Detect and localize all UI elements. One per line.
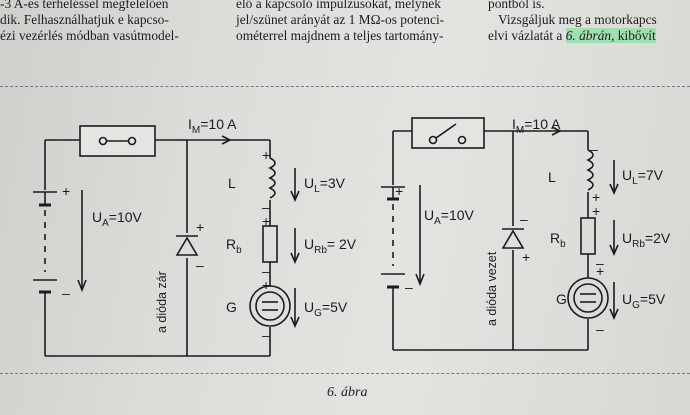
text-line: -3 A-es terheléssel megfelelően [0,0,169,11]
text-span: , kibővít [611,28,656,43]
left-ua-label: UA=10V [92,209,143,229]
left-inductor-label: L [228,175,236,191]
right-inductor-label: L [548,169,556,185]
dashed-rule-bottom [0,373,690,375]
right-motor-minus: – [596,321,604,337]
right-motor-inner [573,283,603,313]
text-line: ézi vezérlés módban vasútmodel- [0,28,179,43]
left-resistor-label: Rb [226,236,242,256]
right-inductor-plus: + [592,189,600,205]
left-motor-label: G [226,299,237,315]
left-battery [33,191,57,305]
left-motor-inner [255,291,285,321]
right-switch-contact [457,135,467,145]
right-current-label: IM=10 A [512,116,561,136]
left-diode-label: a dióda zár [155,271,169,333]
right-resistor [580,217,596,255]
left-circuit-wires [44,139,271,357]
left-urb-label: URb= 2V [304,236,357,256]
text-line: Vizsgáljuk meg a motorkapcs [488,12,657,28]
right-motor-plus: + [596,263,604,279]
right-diode [501,228,525,249]
left-ug-label: UG=5V [304,299,348,319]
right-resistor-label: Rb [550,230,566,250]
text-column-2: elő a kapcsoló impulzusokat, melynek jel… [236,0,444,44]
highlighted-figure-reference: 6. ábrán [565,28,612,43]
right-circuit-wires [392,130,589,351]
left-resistor-plus: + [262,213,270,229]
left-ua-arrowhead [77,279,87,293]
right-ul-label: UL=7V [622,167,664,187]
right-inductor-minus: – [590,141,598,157]
right-resistor-plus: + [592,203,600,219]
left-resistor-minus: – [262,263,270,279]
left-diode-minus: – [196,257,204,273]
text-column-3: pontból is. Vizsgáljuk meg a motorkapcs … [488,0,657,44]
text-line: pontból is. [488,0,545,11]
text-line: jel/szünet arányát az 1 MΩ-os potenci- [236,12,445,27]
text-line: dik. Felhasználhatjuk e kapcso- [0,12,169,27]
right-battery-minus: – [405,279,413,295]
left-motor-plus: + [262,277,270,293]
figure-caption: 6. ábra [327,385,368,400]
left-current-label: IM=10 A [188,116,237,136]
left-battery-plus: + [62,183,70,199]
right-resistor-minus: – [596,255,604,271]
right-ua-label: UA=10V [424,207,475,227]
text-line: elvi vázlatát a 6. ábrán, kibővít [488,28,657,44]
text-span: Vizsgáljuk meg a motorkapcs [498,12,657,27]
right-diode-minus: – [520,211,528,227]
right-switch-blade [435,123,457,139]
text-line: ométerrel majdnem a teljes tartomány- [236,28,444,43]
right-inductor [586,149,594,191]
left-current-arrow [221,135,232,145]
right-current-arrow [551,126,562,136]
left-resistor [262,225,278,263]
text-span: elvi vázlatát a [488,28,566,43]
right-ug-label: UG=5V [622,291,666,311]
left-battery-minus: – [62,285,70,301]
dashed-rule-top [0,86,690,88]
text-column-1: -3 A-es terheléssel megfelelően dik. Fel… [0,0,179,44]
left-inductor [268,157,276,199]
left-motor-minus: – [262,327,270,343]
right-urb-label: URb=2V [622,230,671,250]
left-motor [249,285,291,327]
left-inductor-plus: + [262,147,270,163]
left-diode-plus: + [196,219,204,235]
right-diode-label: a dióda vezet [485,251,499,326]
text-line: elő a kapcsoló impulzusokat, melynek [236,0,441,11]
right-switch-box [411,117,485,149]
right-motor-label: G [556,291,567,307]
right-battery [381,186,405,300]
left-diode [175,235,199,256]
left-ul-label: UL=3V [304,175,346,195]
right-motor [567,277,609,319]
right-switch-contact [428,135,438,145]
left-inductor-minus: – [262,199,270,215]
right-battery-plus: + [395,183,403,199]
right-diode-plus: + [522,249,530,265]
